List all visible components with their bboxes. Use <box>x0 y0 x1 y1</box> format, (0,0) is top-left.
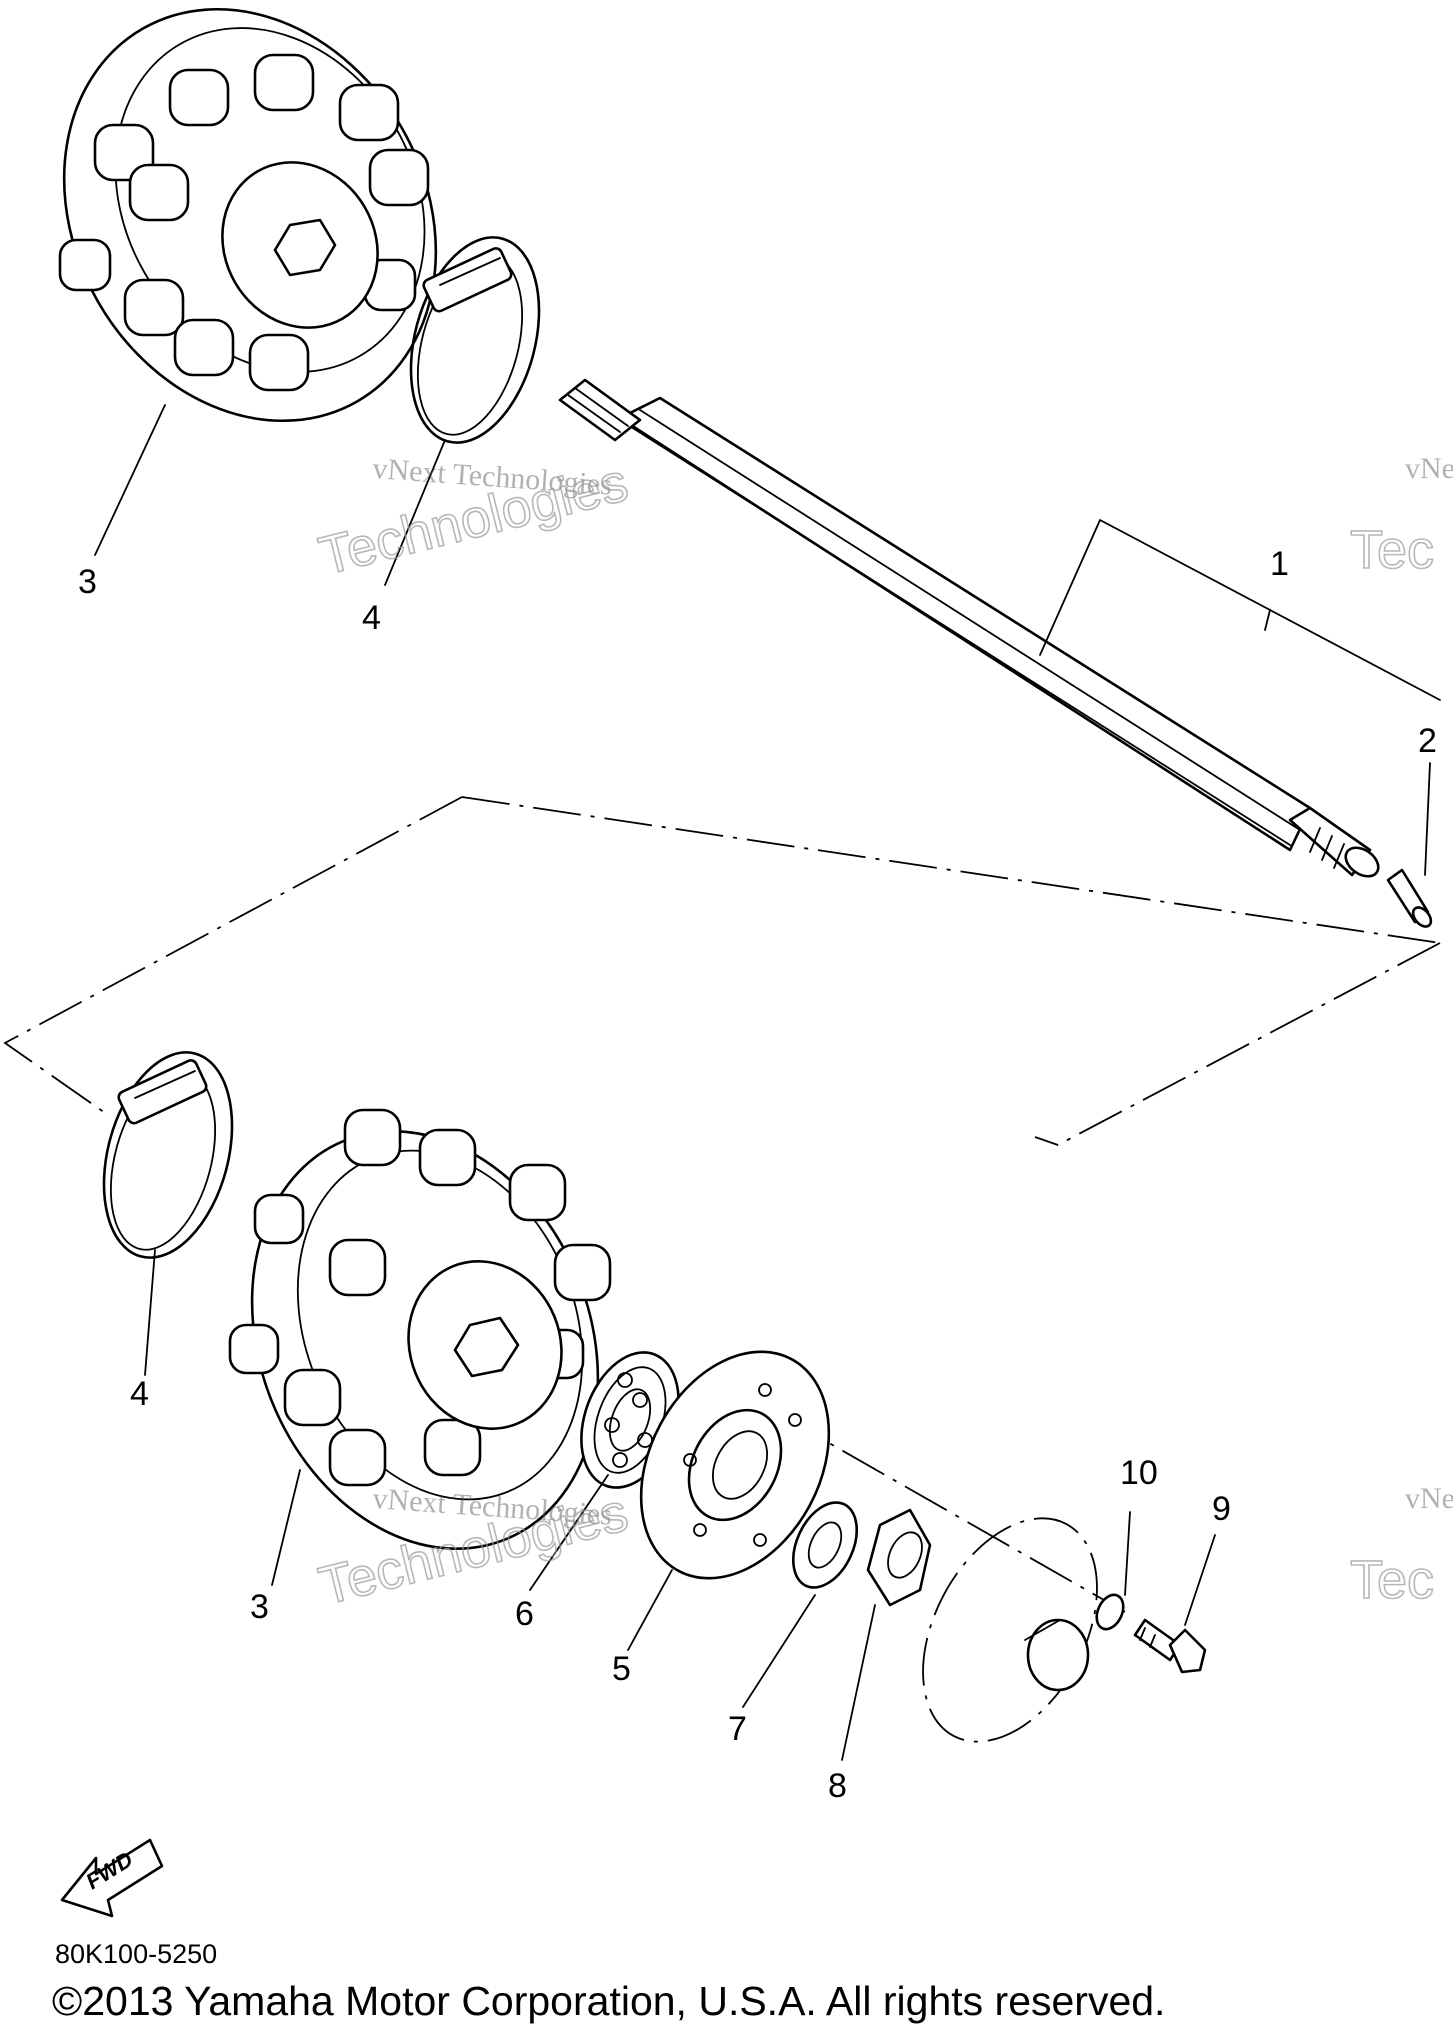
callout-3: 3 <box>250 1588 269 1626</box>
callout-8: 8 <box>828 1767 847 1805</box>
callout-5: 5 <box>612 1650 631 1688</box>
fwd-arrow-icon: FWD <box>60 1838 164 1918</box>
callout-6: 6 <box>515 1595 534 1633</box>
callout-10: 10 <box>1120 1454 1158 1492</box>
upper-clamp <box>409 236 541 444</box>
callout-1: 1 <box>1270 545 1289 583</box>
diagram-code: 80K100-5250 <box>55 1939 217 1969</box>
watermark-text: Tec <box>1350 1550 1434 1610</box>
lower-clamp <box>102 1051 234 1259</box>
bearing-housing <box>639 1350 831 1580</box>
washer <box>791 1501 859 1589</box>
bolt <box>1133 1618 1207 1674</box>
plug <box>1386 868 1433 928</box>
lock-washer <box>1095 1593 1125 1631</box>
lower-sprocket <box>228 1108 612 1551</box>
callout-7: 7 <box>728 1710 747 1748</box>
copyright-notice: ©2013 Yamaha Motor Corporation, U.S.A. A… <box>52 1978 1165 2024</box>
watermark-text: vNe <box>1405 1482 1453 1515</box>
callout-2: 2 <box>1418 722 1437 760</box>
callout-4: 4 <box>362 599 381 637</box>
leader-lines <box>94 404 1216 1761</box>
upper-sprocket <box>58 7 438 423</box>
outer-housing <box>922 1517 1098 1743</box>
shaft-bracket <box>1039 519 1441 876</box>
watermark-text: vNe <box>1405 452 1453 485</box>
drive-shaft <box>558 378 1380 878</box>
callout-3: 3 <box>78 563 97 601</box>
nut <box>866 1508 932 1607</box>
callout-9: 9 <box>1212 1490 1231 1528</box>
callout-4: 4 <box>130 1375 149 1413</box>
watermark-text: Tec <box>1350 520 1434 580</box>
assembly-outline <box>3 796 1441 1613</box>
